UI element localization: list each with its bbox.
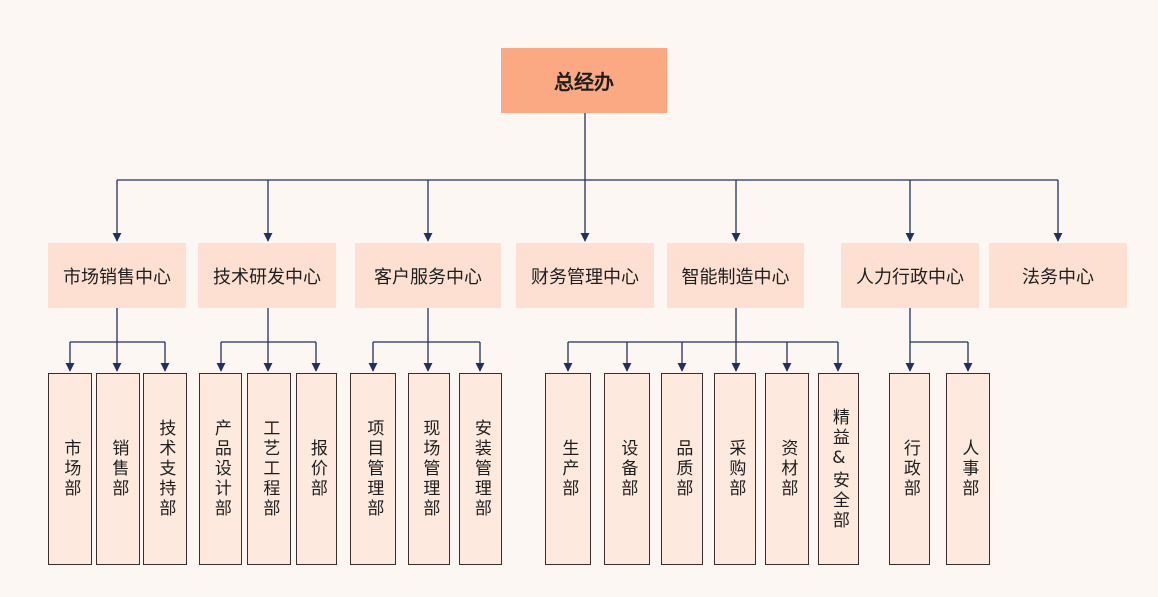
dept-quality: 品质部 — [661, 373, 703, 565]
dept-label: 生产部 — [558, 439, 579, 499]
dept-lean-safety: 精益&安全部 — [818, 373, 859, 565]
dept-label: 产品设计部 — [210, 419, 231, 519]
dept-label: 市场部 — [60, 439, 81, 499]
dept-label: 销售部 — [108, 439, 129, 499]
dept-product-design: 产品设计部 — [199, 373, 242, 565]
dept-marketing: 市场部 — [48, 373, 92, 565]
dept-label: 技术支持部 — [155, 419, 176, 519]
dept-label: 资材部 — [777, 439, 798, 499]
dept-label: 采购部 — [725, 439, 746, 499]
dept-label: 工艺工程部 — [259, 419, 280, 519]
center-marketing-sales: 市场销售中心 — [48, 243, 186, 308]
center-label: 客户服务中心 — [374, 266, 482, 288]
dept-tech-support: 技术支持部 — [143, 373, 187, 565]
center-rnd: 技术研发中心 — [198, 243, 336, 308]
center-manufacturing: 智能制造中心 — [667, 243, 804, 308]
center-finance: 财务管理中心 — [516, 243, 654, 308]
dept-label: 安装管理部 — [470, 419, 491, 519]
center-legal: 法务中心 — [989, 243, 1127, 308]
dept-label: 现场管理部 — [419, 419, 440, 519]
center-label: 智能制造中心 — [681, 266, 790, 288]
dept-label: 设备部 — [617, 439, 638, 499]
dept-materials: 资材部 — [765, 373, 809, 565]
dept-quotation: 报价部 — [296, 373, 337, 565]
dept-label: 品质部 — [672, 439, 693, 499]
dept-installation-management: 安装管理部 — [459, 373, 502, 565]
dept-label: 报价部 — [306, 439, 327, 499]
dept-site-management: 现场管理部 — [408, 373, 450, 565]
dept-personnel: 人事部 — [946, 373, 990, 565]
dept-purchasing: 采购部 — [714, 373, 756, 565]
center-label: 法务中心 — [1022, 266, 1094, 288]
center-hr-admin: 人力行政中心 — [841, 243, 979, 308]
center-customer-service: 客户服务中心 — [355, 243, 501, 308]
center-label: 人力行政中心 — [856, 266, 964, 288]
dept-sales: 销售部 — [96, 373, 140, 565]
center-label: 技术研发中心 — [213, 266, 321, 288]
dept-label: 精益&安全部 — [828, 407, 849, 531]
root-label: 总经办 — [554, 70, 614, 94]
dept-label: 人事部 — [958, 439, 979, 499]
dept-process-engineering: 工艺工程部 — [247, 373, 291, 565]
dept-project-management: 项目管理部 — [350, 373, 396, 565]
dept-production: 生产部 — [545, 373, 591, 565]
center-label: 市场销售中心 — [63, 266, 171, 288]
dept-label: 项目管理部 — [363, 419, 384, 519]
dept-label: 行政部 — [899, 439, 920, 499]
center-label: 财务管理中心 — [531, 266, 639, 288]
root-node: 总经办 — [501, 48, 667, 113]
dept-equipment: 设备部 — [604, 373, 650, 565]
dept-administration: 行政部 — [889, 373, 930, 565]
